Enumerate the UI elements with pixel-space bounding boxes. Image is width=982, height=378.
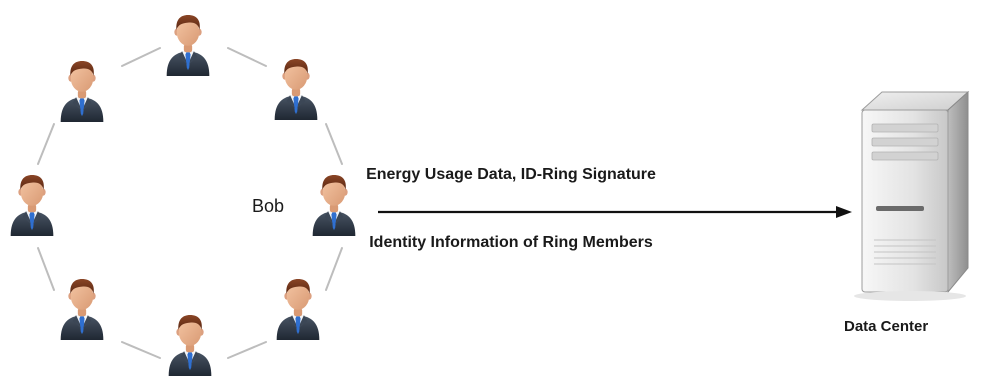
person-icon — [168, 314, 212, 376]
arrow-bottom-label: Identity Information of Ring Members — [369, 234, 653, 251]
ring-connectors — [37, 47, 343, 359]
server-tower-icon — [854, 90, 970, 301]
person-icon — [274, 58, 318, 120]
person-icon — [10, 174, 54, 236]
person-icon — [276, 278, 320, 340]
data-center-label: Data Center — [844, 318, 929, 335]
person-icon — [60, 278, 104, 340]
bob-label: Bob — [252, 196, 285, 216]
ring-members — [10, 14, 356, 376]
arrow-top-label: Energy Usage Data, ID-Ring Signature — [366, 166, 656, 183]
person-icon — [166, 14, 210, 76]
data-arrow — [378, 206, 852, 218]
person-icon — [60, 60, 104, 122]
person-icon — [312, 174, 356, 236]
